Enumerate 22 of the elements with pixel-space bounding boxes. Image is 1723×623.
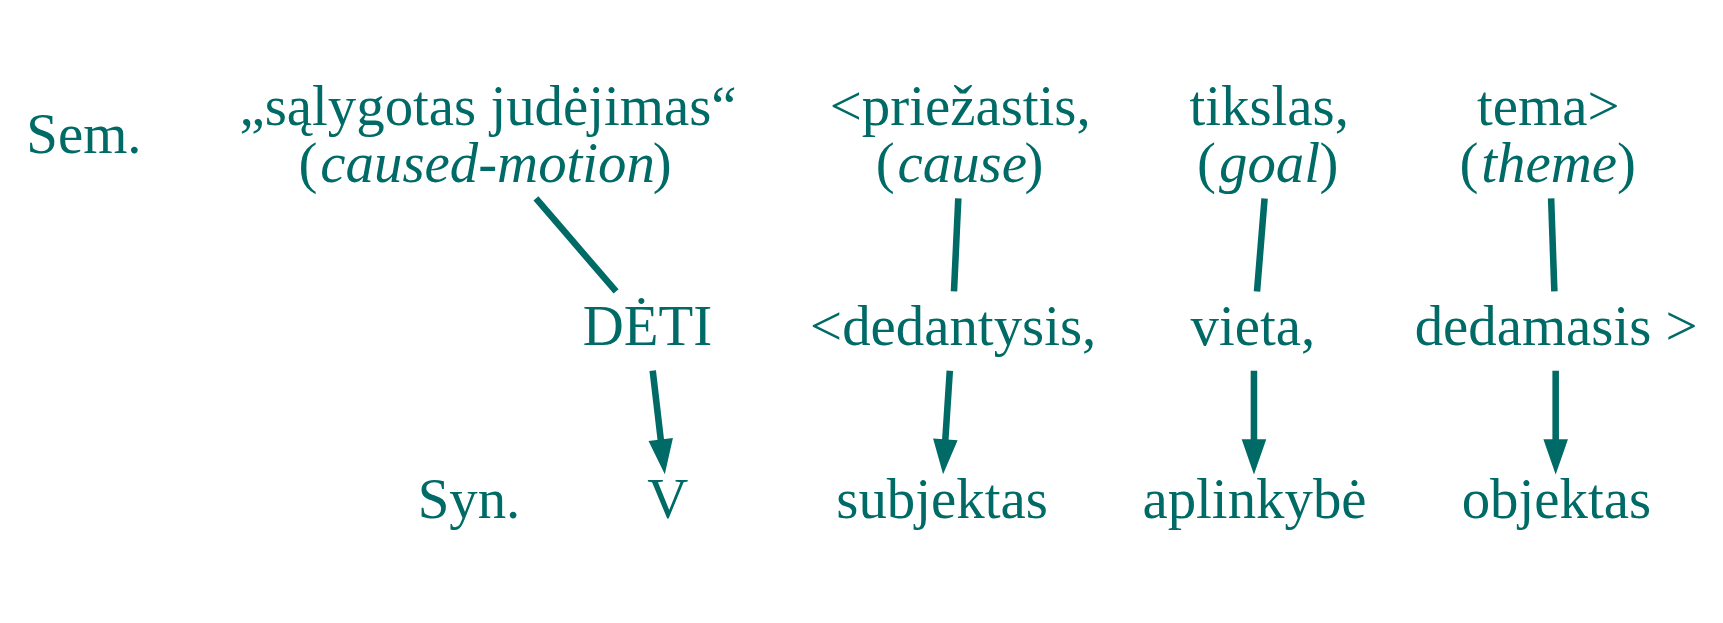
node-text: tema> (theme) — [1459, 74, 1636, 195]
connector — [950, 198, 962, 292]
arrow — [933, 370, 958, 475]
label: Syn. — [417, 466, 521, 530]
arrow — [648, 370, 673, 475]
node-text: „sąlygotas judėjimas“ (caused-motion) — [239, 74, 737, 195]
arrow — [1241, 370, 1267, 475]
node-text: dedamasis > — [1414, 293, 1698, 357]
node-text: aplinkybė — [1142, 466, 1367, 530]
node-text: objektas — [1461, 466, 1652, 530]
node-text: V — [647, 466, 689, 530]
arrow — [1543, 370, 1568, 475]
connector — [533, 196, 619, 294]
node-text: <dedantysis, — [810, 293, 1097, 357]
node-text: <priežastis, (cause) — [829, 74, 1091, 195]
connector — [1547, 198, 1558, 292]
label: Sem. — [26, 101, 142, 165]
node-text: subjektas — [836, 466, 1048, 530]
connector — [1253, 198, 1268, 292]
node-text: vieta, — [1190, 293, 1316, 357]
node-text: DĖTI — [582, 293, 713, 357]
node-text: tikslas, (goal) — [1189, 74, 1349, 195]
